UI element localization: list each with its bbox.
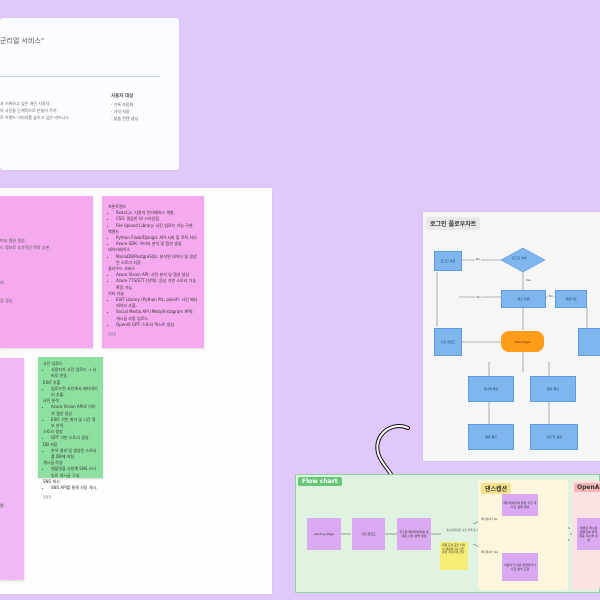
- list-item: 분석 결과 및 생성된 스토리를 DB에 저장.: [51, 448, 98, 460]
- sticky-section-title: 프론트엔드: [108, 204, 127, 209]
- sticky-section-title: 기타 기술: [108, 290, 124, 296]
- list-item: MariaDB/PostgreSQL: 분석된 데이터 및 생성된 스토리 저장…: [116, 254, 198, 266]
- list-item: EXIF Library (Python PIL, piexif): 사진 메타…: [116, 297, 198, 309]
- decision-diamond: [500, 247, 546, 273]
- sticky-list: MariaDB/PostgreSQL: 분석된 데이터 및 생성된 스토리 저장…: [108, 254, 198, 266]
- doc-line-1: 과 기록하고 싶은 개인 사용자.: [0, 101, 51, 106]
- sticky-line: 지.: [0, 280, 5, 285]
- sticky-section-title: 게시글 작성: [43, 460, 63, 466]
- flow-node-caption[interactable]: 추출된 메타데이터를 토대로 사진 설명 생성: [397, 518, 431, 550]
- flow-node-post[interactable]: 게시물 확인: [468, 376, 514, 402]
- list-item: Social Media API (Meta/Instagram API): 게…: [116, 309, 198, 321]
- flow-node-start[interactable]: Start Page: [501, 331, 544, 352]
- sticky-list: SNS API를 통해 자동 게시.: [43, 485, 98, 491]
- sticky-list: EXIF Library (Python PIL, piexif): 사진 메타…: [108, 297, 198, 328]
- flow-node-landing[interactable]: Landing Page: [307, 518, 341, 550]
- doc-line-2: 의 사진을 단계적으로 만들어 주기.: [0, 108, 58, 113]
- flow-sticky-note[interactable]: 최종 요청 중간 이미지 생성하거나 다른 분을 기다리게 한다: [440, 542, 468, 570]
- doc-line-3: 로 브랜드 이미지를 높이고 싶은 비즈니스.: [0, 115, 71, 120]
- sticky-section-title: 사진 분석: [43, 398, 59, 404]
- sticky-section-title: SNS 게시: [43, 478, 60, 484]
- doc-aside-item: · 맞춤 컨텐 생성: [111, 116, 139, 121]
- dance-caption-label: 댄스캡션: [481, 483, 512, 494]
- flow-node-dance-1[interactable]: 메타데이터와 문법 추출 후 사진 설명 생성: [502, 494, 538, 516]
- sticky-list: GPT 기반 스토리 생성.: [43, 435, 98, 441]
- flow-node-openai[interactable]: 생성된 게시글 템플릿에 맞게 최종 게시물 생성: [577, 518, 600, 550]
- doc-body: 과 기록하고 싶은 개인 사용자. 의 사진을 단계적으로 만들어 주기. 로 …: [0, 100, 70, 121]
- list-item: File Upload Library: 사진 업로드 기능 구현.: [116, 223, 198, 229]
- sticky-note-process[interactable]: 사진 업로드 사용자가 사진 업로드 → 서버로 전송. EXIF 추출 업로드…: [38, 357, 103, 499]
- flow-node-save-share[interactable]: 저장 및 공유: [530, 424, 578, 450]
- doc-aside-title: 사용자 대상: [111, 94, 134, 99]
- list-item: 사용자가 사진 업로드 → 서버로 전송.: [51, 367, 98, 379]
- sticky-list: 템플릿을 사용해 SNS 스타일로 게시글 구성.: [43, 466, 98, 478]
- flow-node-dance-2[interactable]: 이용자가 새로 촬영하거나 사진 분석 요청: [502, 553, 538, 581]
- sticky-line: 미지 캡션 생성.: [0, 238, 26, 243]
- sticky-author: 정문정: [43, 495, 52, 500]
- flow-node-upload[interactable]: 사진 업로드: [434, 328, 462, 356]
- doc-aside-list: · 기록 자동화 · 기억 저장 · 맞춤 컨텐 생성: [111, 101, 138, 122]
- flow-node-result[interactable]: 결과 확인: [530, 376, 576, 402]
- sticky-section-title: EXIF 추출: [43, 379, 61, 385]
- flow-node-right[interactable]: [578, 328, 600, 356]
- sticky-list: Azure Vision API: 사진 분석 및 캡션 생성. Azure T…: [108, 272, 198, 291]
- sticky-list: 분석 결과 및 생성된 스토리를 DB에 저장.: [43, 448, 98, 460]
- flow-text-select: 게시글에 대한 사진 선택 및 사진 설명 반영: [446, 529, 493, 532]
- sticky-line: 원.: [0, 503, 5, 508]
- sticky-section-title: 데이터베이스: [108, 247, 131, 253]
- sticky-section-title: 스토리 생성: [43, 429, 63, 435]
- edge-label: Yes: [475, 295, 482, 299]
- sticky-list: Python Flask/Django: API 서버 및 로직 처리. Azu…: [108, 235, 198, 247]
- sticky-note-purple[interactable]: 원.: [0, 358, 24, 580]
- list-item: Azure SDK: 이미지 분석 및 캡션 생성.: [116, 241, 198, 247]
- list-item: CSS: 깔끔한 UI 스타일링.: [116, 216, 198, 222]
- sticky-list: React.js: 사용자 인터페이스 개발. CSS: 깔끔한 UI 스타일링…: [108, 210, 198, 229]
- list-item: Azure TTS/STT (선택): 음성 기반 스토리 기능 확장 가능.: [116, 278, 198, 290]
- openai-label: OpenAI: [574, 483, 600, 492]
- sticky-note-pink-left[interactable]: 미지 캡션 생성. 드 정보로 추가적인 맥락 추론. 지. 검 생성.: [0, 196, 93, 348]
- sticky-section-title: 클라우드 서비스: [108, 266, 136, 272]
- doc-aside-item: · 기억 저장: [111, 109, 130, 114]
- list-item: 업로드된 사진에서 메타데이터 추출.: [51, 386, 98, 398]
- flow-chart-label: Flow chart: [298, 477, 342, 486]
- doc-divider: [0, 76, 160, 77]
- list-item: Azure Vision API: 사진 분석 및 캡션 생성.: [116, 272, 198, 278]
- list-item: GPT 기반 스토리 생성.: [51, 435, 98, 441]
- flow-node-upload-photo[interactable]: 사진 업로드: [352, 518, 385, 550]
- sticky-note-tech-stack[interactable]: 프론트엔드 React.js: 사용자 인터페이스 개발. CSS: 깔끔한 U…: [102, 196, 204, 348]
- sticky-list: 사용자가 사진 업로드 → 서버로 전송.: [43, 367, 98, 379]
- sticky-list: Azure Vision API로 이미지 캡션 생성. EXIF 기반 위치 …: [43, 404, 98, 429]
- list-item: SNS API를 통해 자동 게시.: [51, 485, 98, 491]
- list-item: OpenAI GPT: 스토리 텍스트 생성.: [116, 322, 198, 328]
- flow-node-decision[interactable]: 로그인 여부: [512, 256, 527, 260]
- sticky-line: 검 생성.: [0, 298, 14, 303]
- flow-node-login[interactable]: 로그인 화면: [434, 251, 462, 271]
- list-item: Azure Vision API로 이미지 캡션 생성.: [51, 404, 98, 416]
- doc-title: 군리얼 서비스": [0, 37, 45, 45]
- list-item: React.js: 사용자 인터페이스 개발.: [116, 210, 198, 216]
- edge-label: Yes: [525, 278, 532, 282]
- list-item: Python Flask/Django: API 서버 및 로직 처리.: [116, 235, 198, 241]
- flow-node-signup[interactable]: 회원가입: [555, 290, 587, 308]
- doc-aside-item: · 기록 자동화: [111, 102, 134, 107]
- list-item: 템플릿을 사용해 SNS 스타일로 게시글 구성.: [51, 466, 98, 478]
- edge-label: No: [548, 294, 555, 298]
- sticky-line: 드 정보로 추가적인 맥락 추론.: [0, 245, 51, 250]
- login-flowchart-title: 로그인 플로우차트: [426, 217, 481, 230]
- flow-node-main[interactable]: 메인 화면: [501, 290, 546, 308]
- edge-label: No: [475, 257, 482, 261]
- flow-edge-tag: 메타데이터 Yes: [481, 551, 498, 554]
- sticky-section-title: DB 저장: [43, 441, 58, 447]
- sticky-section-title: 백엔드: [108, 228, 120, 234]
- flow-edge-tag: 메타데이터 No: [481, 518, 498, 521]
- doc-card[interactable]: [0, 18, 179, 170]
- list-item: EXIF 기반 위치 및 시간 정보 분석.: [51, 417, 98, 429]
- sticky-section-title: 사진 업로드: [43, 361, 63, 366]
- flow-node-confirm[interactable]: 결과 확인: [468, 424, 514, 450]
- sticky-author: 정문정: [108, 332, 117, 337]
- sticky-list: 업로드된 사진에서 메타데이터 추출.: [43, 386, 98, 398]
